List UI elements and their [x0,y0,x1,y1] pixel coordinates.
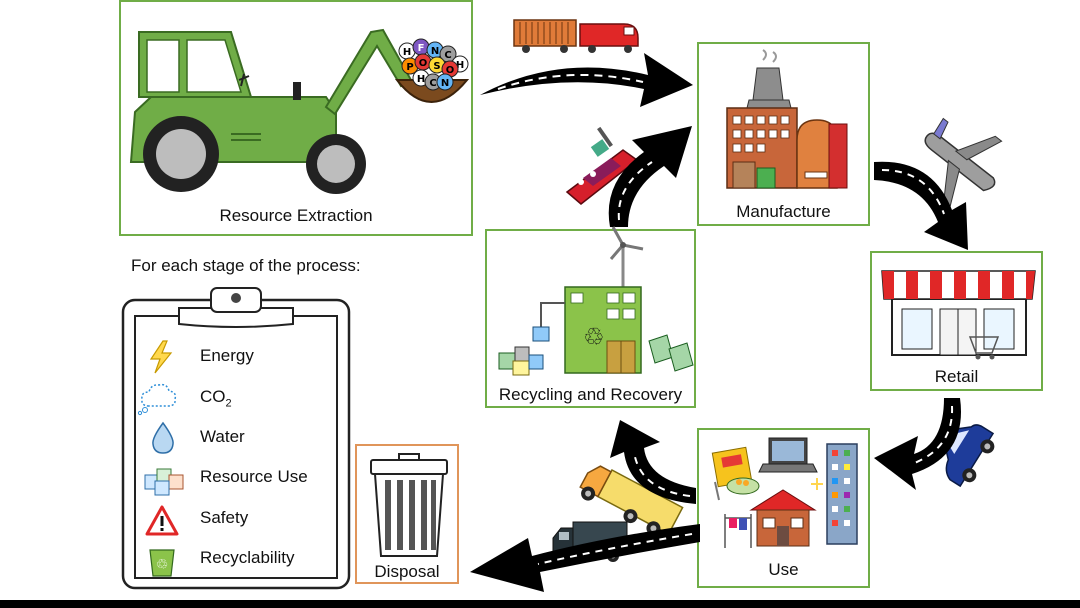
element-f: F [418,43,425,54]
label-recycling-recovery: Recycling and Recovery [498,385,683,404]
factory-icon [726,49,848,189]
ship-icon [565,126,639,205]
element-p: P [406,62,413,73]
resource-cubes-icon [144,468,184,496]
arrow-retail-to-use [874,398,961,490]
arrow-extraction-to-manufacture [480,53,693,107]
element-n-2: N [441,78,449,89]
element-h-1: H [403,47,411,58]
warning-icon [145,505,179,536]
svg-text:♲: ♲ [583,323,605,351]
stage-retail: Retail [870,251,1043,391]
trash-can-icon [370,453,448,557]
svg-text:♲: ♲ [156,557,169,573]
arrow-use-to-recycling [610,420,696,504]
element-c-2: C [429,78,436,89]
checklist-co2: CO2 [200,387,232,409]
arrow-recycling-to-manufacture [608,126,692,227]
element-c-1: C [444,50,451,61]
element-o-1: O [419,58,428,69]
co2-main: CO [200,387,226,406]
checklist-energy: Energy [200,346,254,365]
recycling-plant-icon: ♲ [498,226,694,376]
element-n-1: N [431,46,439,57]
stage-resource-extraction: H F N C H P O S O H C N Resource Extract… [119,0,473,236]
tractor-icon: H F N C H P O S O H C N [129,28,470,194]
cloud-icon [137,383,177,416]
shop-icon [881,270,1036,360]
stage-recycling-recovery: ♲ Recycling and Recovery [485,226,696,408]
label-retail: Retail [934,367,979,386]
arrow-use-to-disposal [470,524,700,592]
water-drop-icon [152,421,174,454]
train-icon [513,19,639,53]
label-disposal: Disposal [374,562,440,581]
bottom-bar [0,600,1080,608]
element-o-2: O [446,65,455,76]
stage-manufacture: Manufacture [697,42,870,226]
checklist-safety: Safety [200,508,249,527]
checklist-resource-use: Resource Use [200,467,308,486]
arrow-manufacture-to-retail [874,161,968,250]
checklist-recyclability: Recyclability [200,548,295,567]
lightning-icon [149,340,173,374]
element-h-3: H [417,74,425,85]
household-use-icon [711,437,858,548]
recycle-bin-icon: ♲ [149,549,175,577]
label-resource-extraction: Resource Extraction [219,206,373,225]
checklist-heading: For each stage of the process: [131,256,361,275]
checklist-water: Water [200,427,245,446]
co2-subscript: 2 [225,397,232,410]
label-use: Use [768,560,799,579]
stage-disposal: Disposal [355,444,459,584]
stage-use: Use [697,428,870,588]
airplane-icon [924,117,1003,209]
element-h-2: H [456,60,464,71]
label-manufacture: Manufacture [736,202,831,221]
element-s: S [433,61,440,72]
